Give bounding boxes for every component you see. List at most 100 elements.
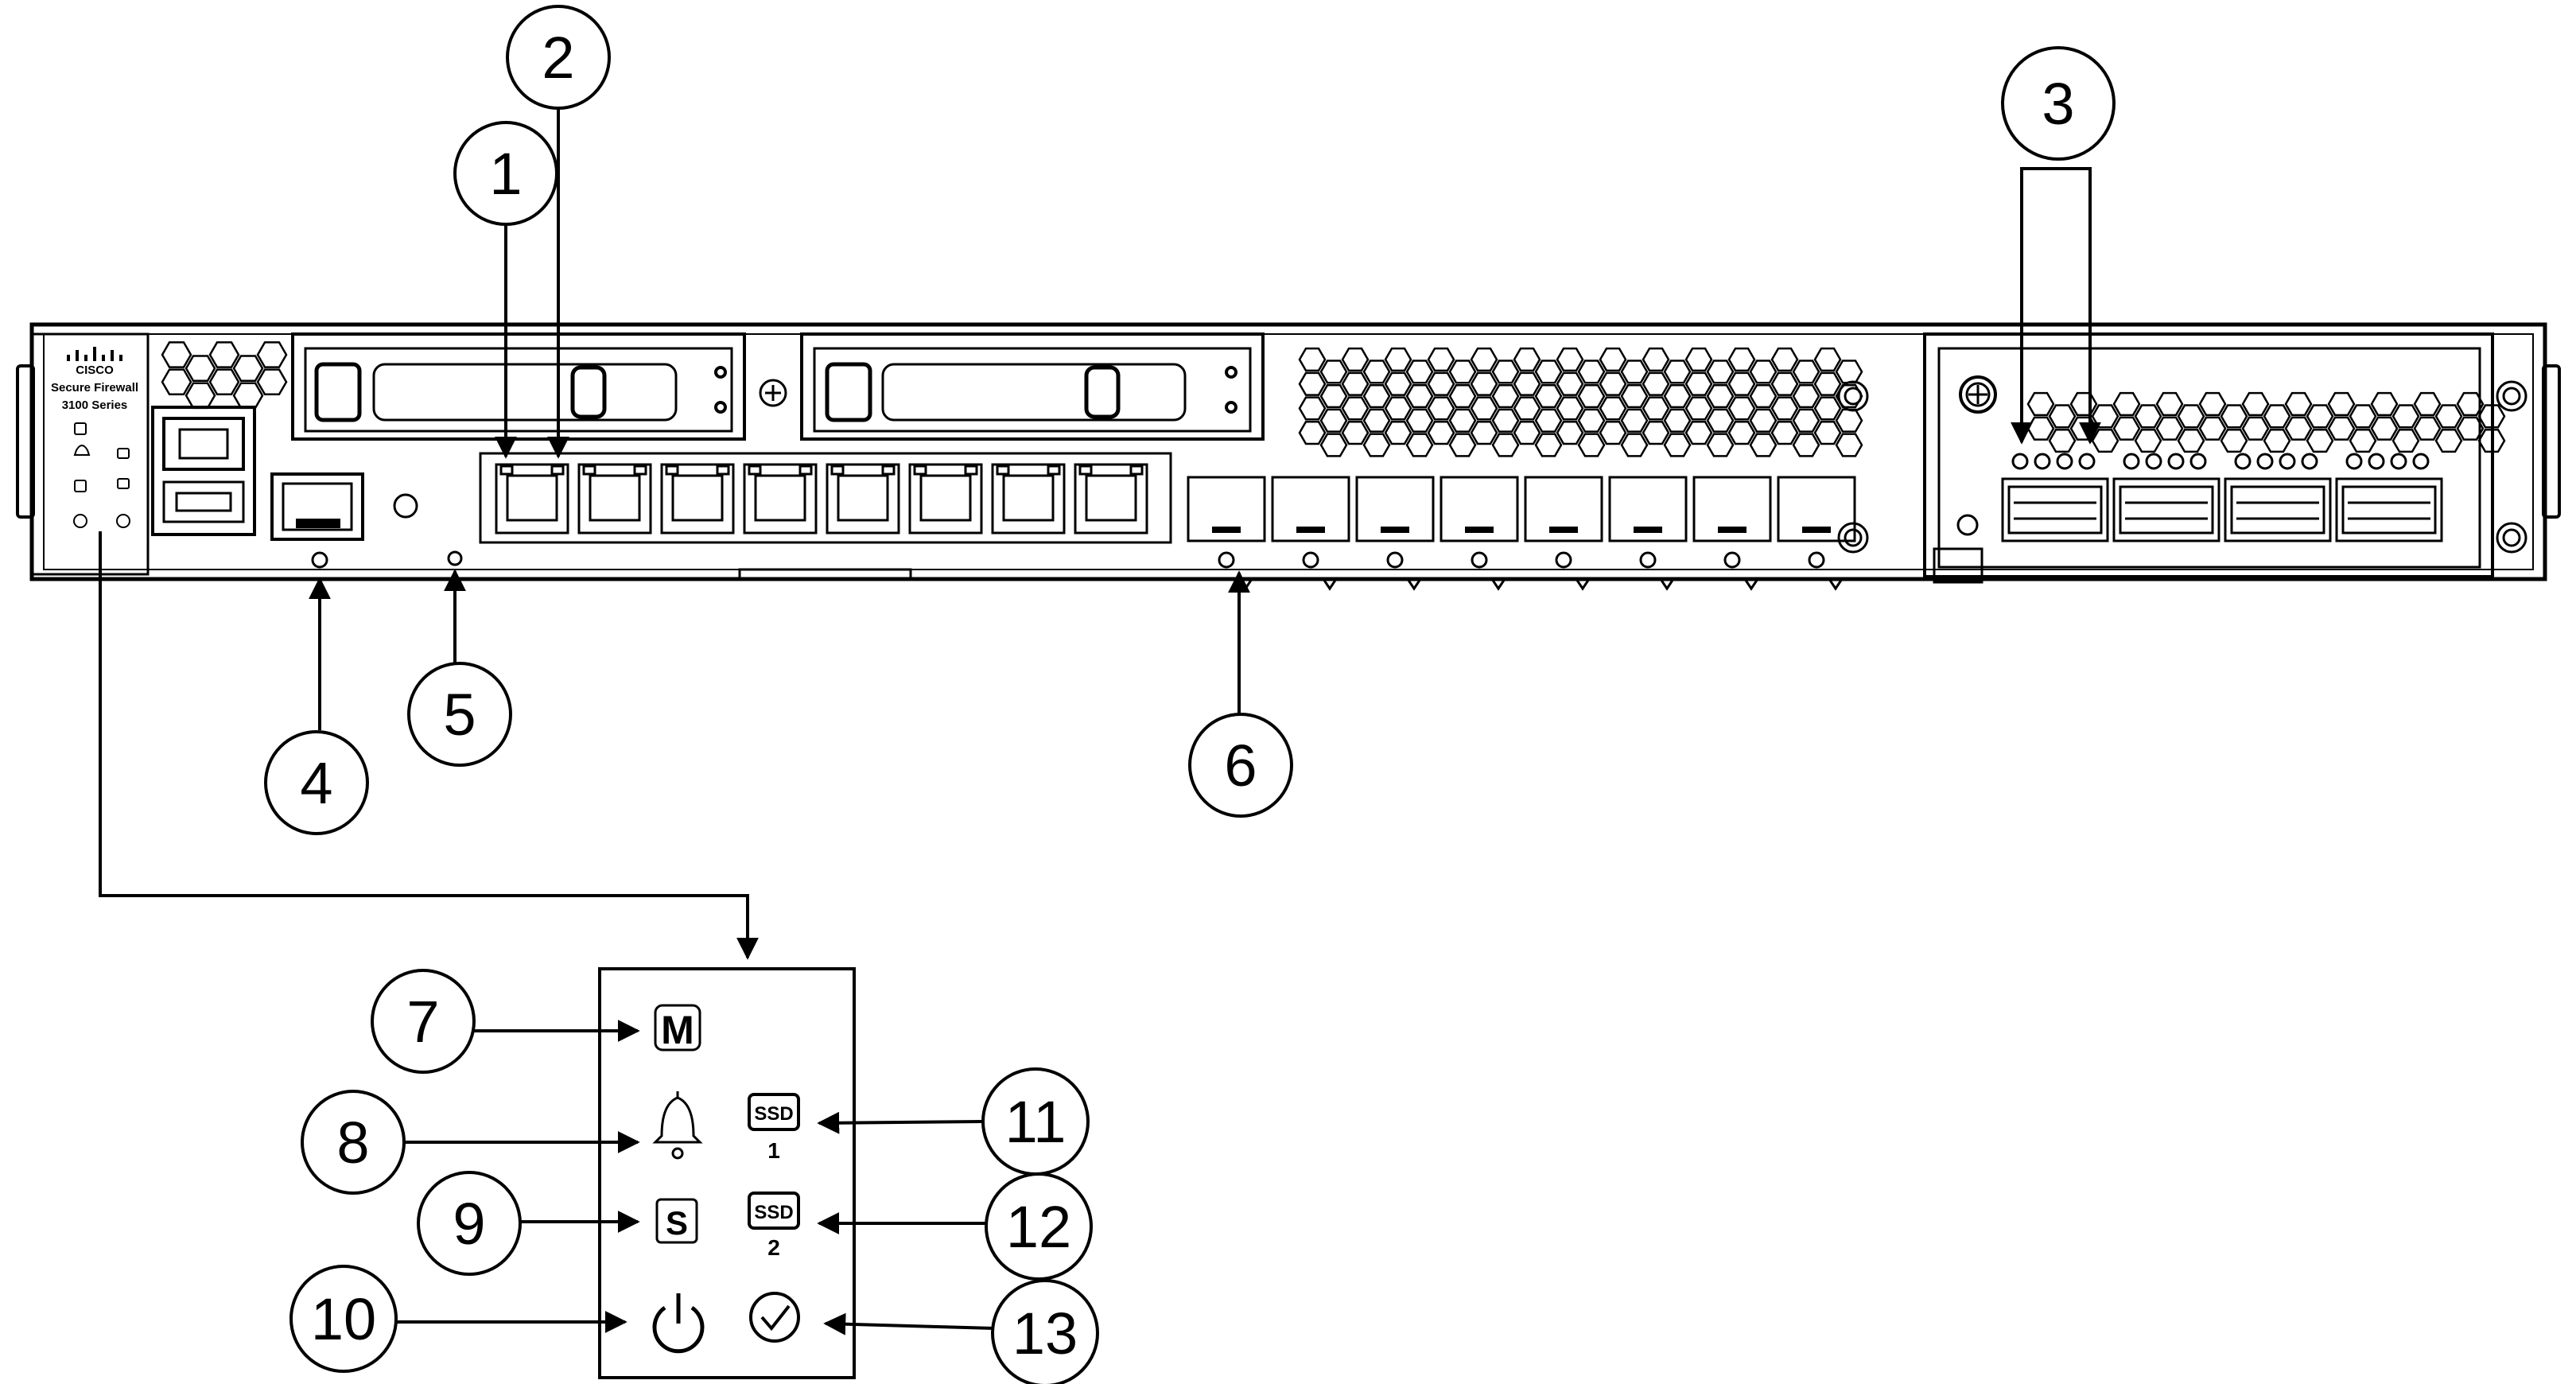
callout-2: 2 — [506, 5, 611, 110]
qsfp-port[interactable] — [2224, 453, 2332, 542]
vent-hole — [2434, 404, 2463, 429]
vent-hole — [1491, 433, 1520, 457]
sfp-port[interactable] — [1692, 476, 1772, 591]
vent-hole — [232, 382, 264, 410]
cisco-brand-panel: CISCO Secure Firewall 3100 Series — [30, 332, 150, 576]
qsfp-lane-led — [2011, 453, 2029, 470]
vent-hole — [1491, 383, 1520, 409]
vent-hole — [1448, 408, 1477, 433]
callout-number: 8 — [336, 1110, 369, 1176]
port-led — [499, 465, 514, 476]
check-status-icon — [749, 1292, 800, 1343]
vent-hole — [1727, 396, 1756, 421]
product-line-1: Secure Firewall — [51, 381, 138, 395]
sfp-port[interactable] — [1524, 476, 1603, 591]
vent-hole — [2091, 404, 2119, 429]
vent-hole — [232, 355, 264, 382]
qsfp-port[interactable] — [2335, 453, 2443, 542]
vent-hole — [1706, 360, 1735, 384]
vent-hole — [2069, 391, 2098, 417]
vent-pattern-left — [161, 341, 288, 410]
reset-button[interactable] — [393, 493, 418, 519]
qsfp-port[interactable] — [2112, 453, 2220, 542]
rj45-port[interactable] — [1074, 463, 1148, 535]
vent-hole — [1706, 383, 1735, 409]
vent-hole — [2284, 391, 2313, 417]
center-screw-icon — [759, 379, 787, 407]
qsfp-lane-led — [2034, 453, 2051, 470]
vent-hole — [1384, 396, 1412, 421]
sfp-port[interactable] — [1355, 476, 1435, 591]
port-led — [913, 465, 927, 476]
mounting-screws — [1837, 380, 2527, 554]
vent-hole — [1319, 383, 1348, 409]
mgmt-port-led — [311, 551, 328, 569]
vent-hole — [2306, 404, 2334, 429]
vent-hole — [1577, 433, 1606, 457]
sfp-port[interactable] — [1440, 476, 1519, 591]
management-led-glyph: M — [661, 1008, 694, 1052]
callout-circle — [289, 1265, 398, 1373]
sfp-port-led — [1386, 551, 1404, 569]
rj45-port[interactable] — [495, 463, 569, 535]
vent-hole — [1298, 347, 1327, 372]
ssd-bay-1[interactable] — [291, 332, 746, 441]
qsfp-lane-led — [2412, 453, 2430, 470]
qsfp-lane-led — [2123, 453, 2140, 470]
callout-circle — [506, 5, 611, 110]
vent-hole — [2026, 391, 2055, 417]
callout-circle — [1188, 713, 1293, 818]
vent-hole — [1792, 383, 1820, 409]
callout-number: 2 — [542, 25, 574, 91]
qsfp-port[interactable] — [2001, 453, 2109, 542]
vent-hole — [1642, 396, 1670, 421]
vent-hole — [1727, 347, 1756, 372]
vent-hole — [1384, 421, 1412, 445]
vent-hole — [1813, 371, 1842, 396]
vent-hole — [1534, 360, 1563, 384]
port-led — [665, 465, 679, 476]
port-led — [964, 465, 978, 476]
vent-hole — [1470, 371, 1498, 396]
sfp-port[interactable] — [1271, 476, 1350, 591]
vent-hole — [1749, 433, 1778, 457]
sfp-port[interactable] — [1608, 476, 1688, 591]
ssd2-glyph: SSD — [754, 1202, 793, 1223]
vent-hole — [1835, 408, 1863, 433]
vent-hole — [2241, 391, 2270, 417]
rj45-port[interactable] — [743, 463, 818, 535]
port-led — [582, 465, 596, 476]
vent-hole — [2263, 404, 2291, 429]
mgmt-sfp-port[interactable] — [270, 472, 364, 541]
rj45-port[interactable] — [991, 463, 1066, 535]
vent-hole — [2026, 416, 2055, 441]
sfp-port-led — [1555, 551, 1572, 569]
vent-hole — [1577, 383, 1606, 409]
vent-hole — [1448, 433, 1477, 457]
vent-hole — [1513, 371, 1541, 396]
vent-hole — [1556, 347, 1584, 372]
vent-hole — [1319, 360, 1348, 384]
vent-hole — [1298, 421, 1327, 445]
rj45-port[interactable] — [908, 463, 983, 535]
vent-hole — [1770, 371, 1799, 396]
vent-hole — [1620, 433, 1649, 457]
vent-hole — [2198, 391, 2227, 417]
sfp-port[interactable] — [1777, 476, 1856, 591]
vent-hole — [2155, 416, 2184, 441]
sfp-port-led — [1639, 551, 1657, 569]
vent-hole — [208, 368, 240, 396]
rj45-port[interactable] — [577, 463, 652, 535]
rj45-port[interactable] — [660, 463, 735, 535]
vent-hole — [2241, 416, 2270, 441]
sfp-port[interactable] — [1187, 476, 1266, 591]
vent-hole — [1770, 396, 1799, 421]
vent-hole — [185, 382, 216, 410]
callout-circle — [301, 1090, 406, 1195]
console-port[interactable] — [151, 406, 256, 536]
vent-hole — [1813, 396, 1842, 421]
callout-7: 7 — [371, 969, 476, 1074]
vent-hole — [1620, 408, 1649, 433]
rj45-port[interactable] — [826, 463, 900, 535]
ssd-bay-2[interactable] — [800, 332, 1265, 441]
